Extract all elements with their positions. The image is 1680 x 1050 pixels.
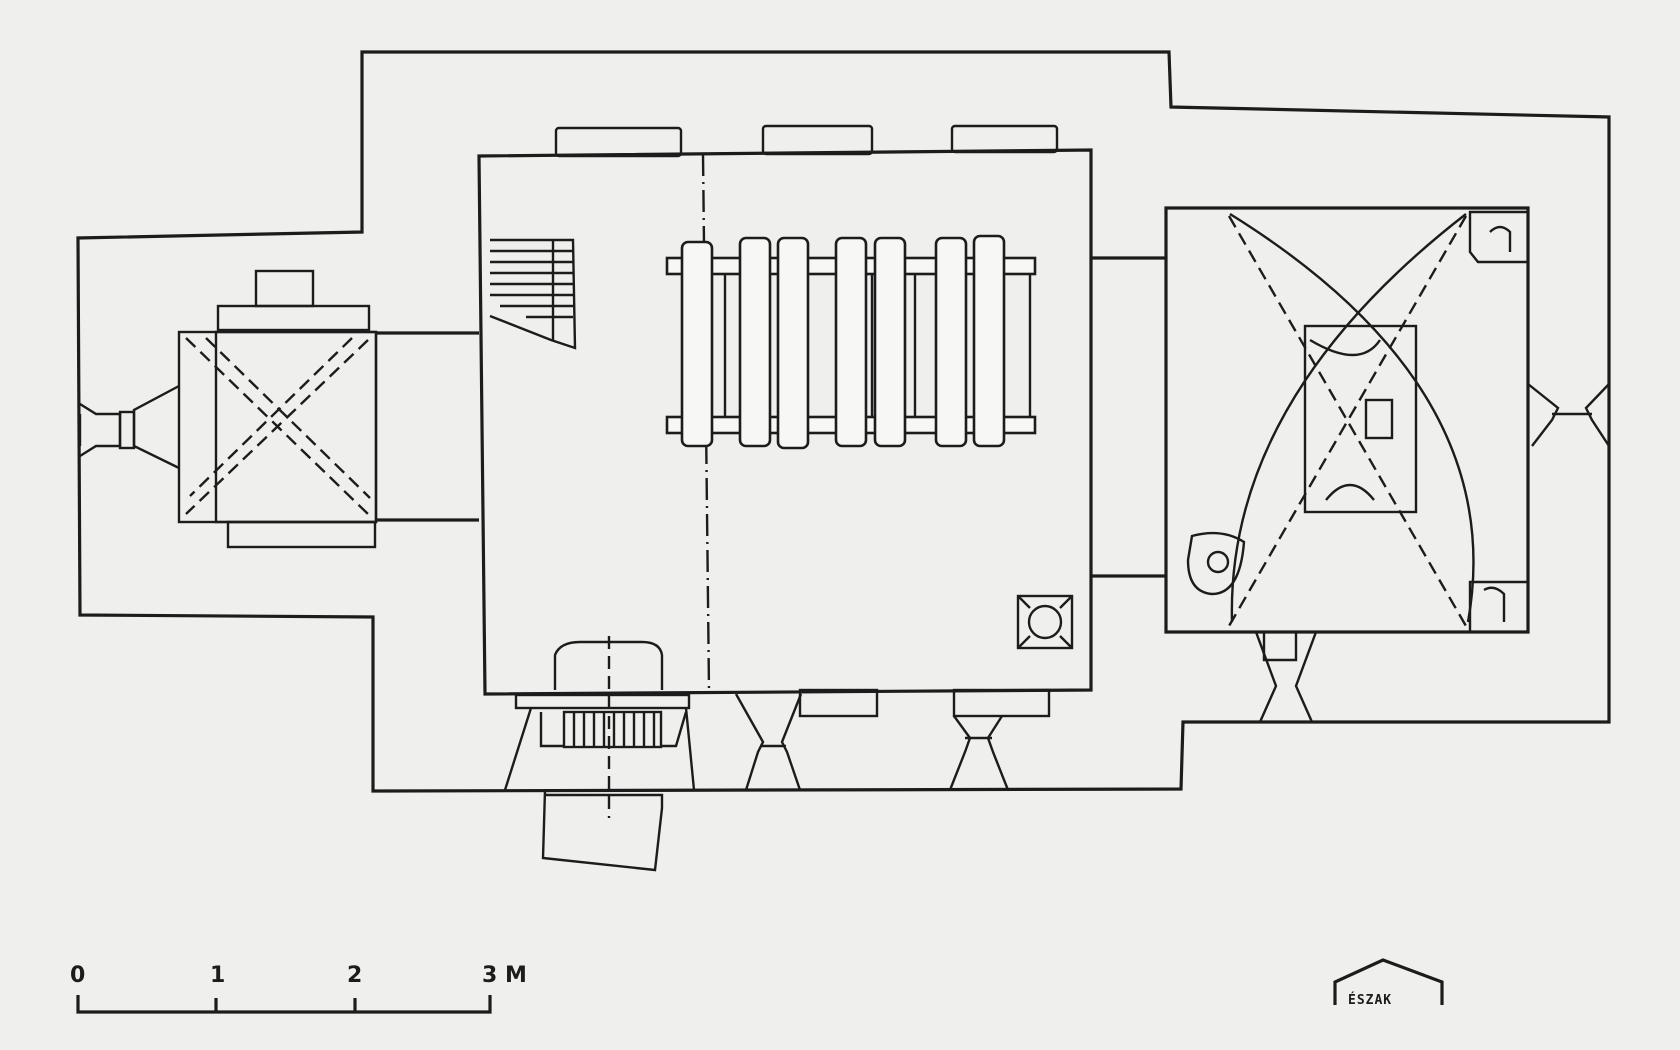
altar-tabernacle xyxy=(1364,398,1394,440)
scale-label-0: 0 xyxy=(70,963,85,988)
north-arrow-shape xyxy=(1333,958,1444,1005)
scale-label-2: 2 xyxy=(347,963,362,988)
tower-top-block xyxy=(216,304,371,332)
west-tower xyxy=(78,269,479,549)
portal-splay xyxy=(503,707,696,791)
pier-se xyxy=(1468,580,1530,634)
scale-label-1: 1 xyxy=(210,963,225,988)
opening-1 xyxy=(734,693,803,791)
portal-threshold xyxy=(514,693,691,710)
piscina xyxy=(1186,531,1246,596)
baptismal-font xyxy=(1016,594,1074,650)
pew-2 xyxy=(738,236,772,448)
scale-bar-line xyxy=(76,995,492,1014)
scale-unit: M xyxy=(505,963,527,988)
vault-arc-2 xyxy=(1230,213,1467,623)
portal-steps xyxy=(562,710,663,749)
tower-bottom-block xyxy=(226,520,377,549)
pew-5 xyxy=(873,236,907,448)
south-portal xyxy=(503,636,696,872)
window-north-3 xyxy=(950,124,1059,154)
south-openings xyxy=(734,693,1010,791)
west-portal-splay xyxy=(132,384,180,470)
pews xyxy=(665,234,1037,450)
pew-1 xyxy=(680,240,714,448)
window-north-2 xyxy=(761,124,874,156)
west-portal-jamb xyxy=(118,410,136,450)
tower-vault-diagonal-2 xyxy=(205,337,371,499)
scale-label-3: 3 xyxy=(482,963,497,988)
nave xyxy=(477,124,1093,718)
chancel xyxy=(1091,206,1611,723)
outer-boundary xyxy=(76,50,1611,793)
pier-ne xyxy=(1468,210,1530,264)
north-arrow: ÉSZAK xyxy=(1333,958,1444,1008)
window-north-1 xyxy=(554,126,683,158)
window-south-1 xyxy=(798,688,879,718)
pew-3 xyxy=(776,236,810,450)
tower-vault-diagonal-3 xyxy=(185,339,369,515)
window-south-2 xyxy=(952,688,1051,718)
pew-6 xyxy=(934,236,968,448)
nave-walls xyxy=(477,148,1093,696)
gallery-stair xyxy=(489,238,577,350)
opening-2 xyxy=(948,715,1010,791)
vault-arc-1 xyxy=(1229,212,1475,623)
porch-step xyxy=(541,789,664,872)
north-arrow-label: ÉSZAK xyxy=(1348,992,1392,1008)
chancel-south-niche xyxy=(1262,632,1298,662)
pew-7 xyxy=(972,234,1006,448)
tower-buttress-top xyxy=(254,269,315,308)
scale-bar: 0 1 2 3 M xyxy=(70,963,527,1014)
pew-4 xyxy=(834,236,868,448)
altar-outer xyxy=(1303,324,1418,514)
porch-arch xyxy=(553,640,664,690)
tower-vault-diagonal-4 xyxy=(189,337,353,497)
west-portal-opening xyxy=(79,402,122,458)
